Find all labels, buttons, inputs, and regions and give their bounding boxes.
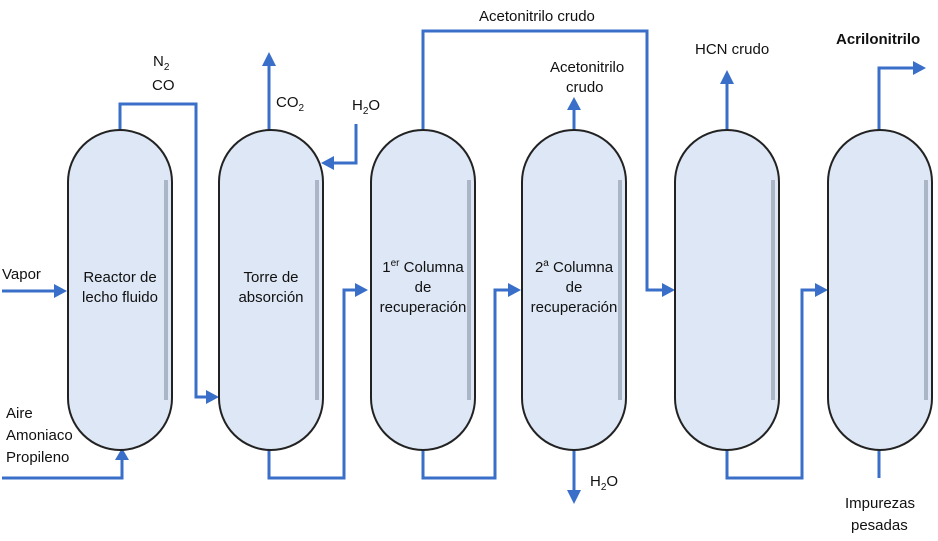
n2-base: N — [153, 53, 164, 70]
vessel-column-2 — [521, 129, 627, 451]
hcn-out-stream — [720, 70, 734, 130]
column2-water-out-stream — [567, 450, 581, 504]
column1-word: Columna — [400, 259, 465, 276]
vessel-column-3 — [674, 129, 780, 451]
impurezas-label-line2: pesadas — [851, 517, 908, 534]
impurezas-label-line1: Impurezas — [845, 495, 915, 512]
column2-label-line1: 2a Columna — [535, 258, 614, 276]
absorber-label-line1: Torre de — [243, 269, 298, 286]
acrilonitrilo-label: Acrilonitrilo — [836, 31, 920, 48]
n2-subscript: 2 — [164, 62, 170, 73]
h2o-in-label: H2O — [352, 97, 380, 117]
co2-base: CO — [276, 94, 299, 111]
co2-subscript: 2 — [299, 103, 305, 114]
acetonitrilo-crudo-top-label: Acetonitrilo crudo — [479, 8, 595, 25]
column2-ordinal: 2 — [535, 259, 543, 276]
vessel-column-1 — [370, 129, 476, 451]
co2-label: CO2 — [276, 94, 305, 114]
vapor-feed-stream — [2, 284, 67, 298]
n2-label: N2 — [153, 53, 170, 73]
vessel-absorber — [218, 129, 324, 451]
amoniaco-label: Amoniaco — [6, 427, 73, 444]
vapor-label: Vapor — [2, 266, 41, 283]
acetonitrilo-label-line1: Acetonitrilo — [550, 59, 624, 76]
column2-ordinal-sup: a — [543, 258, 549, 269]
air-ammonia-propylene-feed-stream — [2, 448, 129, 480]
h2o-out-label: H2O — [590, 473, 618, 493]
column2-word: Columna — [549, 259, 614, 276]
column1-ordinal: 1 — [382, 259, 390, 276]
column2-label-line3: recuperación — [531, 299, 618, 316]
column5-to-column6-stream — [725, 283, 828, 480]
vessel-reactor — [67, 129, 173, 451]
column1-label-line2: de — [415, 279, 432, 296]
h2o-in-subscript: 2 — [363, 106, 369, 117]
column1-label-line1: 1er Columna — [382, 258, 464, 276]
acetonitrilo-label-line2: crudo — [566, 79, 604, 96]
co2-vent-stream — [262, 52, 276, 130]
co-label: CO — [152, 77, 175, 94]
propileno-label: Propileno — [6, 449, 69, 466]
h2o-in-h: H — [352, 97, 363, 114]
h2o-out-subscript: 2 — [601, 482, 607, 493]
water-feed-stream — [321, 124, 358, 170]
column1-to-column2-stream — [421, 283, 521, 480]
column2-acetonitrile-out-stream — [567, 97, 581, 130]
vessel-column-4 — [827, 129, 933, 451]
h2o-out-h: H — [590, 473, 601, 490]
absorber-label-line2: absorción — [238, 289, 303, 306]
column2-label-line2: de — [566, 279, 583, 296]
column1-label-line3: recuperación — [380, 299, 467, 316]
reactor-label-line2: lecho fluido — [82, 289, 158, 306]
reactor-to-absorber-stream — [118, 102, 219, 404]
crude-acetonitrile-recycle-stream — [421, 29, 675, 297]
h2o-in-o: O — [368, 97, 380, 114]
hcn-crudo-label: HCN crudo — [695, 41, 769, 58]
aire-label: Aire — [6, 405, 33, 422]
acrylonitrile-out-stream — [877, 61, 926, 130]
reactor-label-line1: Reactor de — [83, 269, 156, 286]
absorber-to-column1-stream — [267, 283, 368, 480]
column1-ordinal-sup: er — [391, 258, 401, 269]
h2o-out-o: O — [606, 473, 618, 490]
